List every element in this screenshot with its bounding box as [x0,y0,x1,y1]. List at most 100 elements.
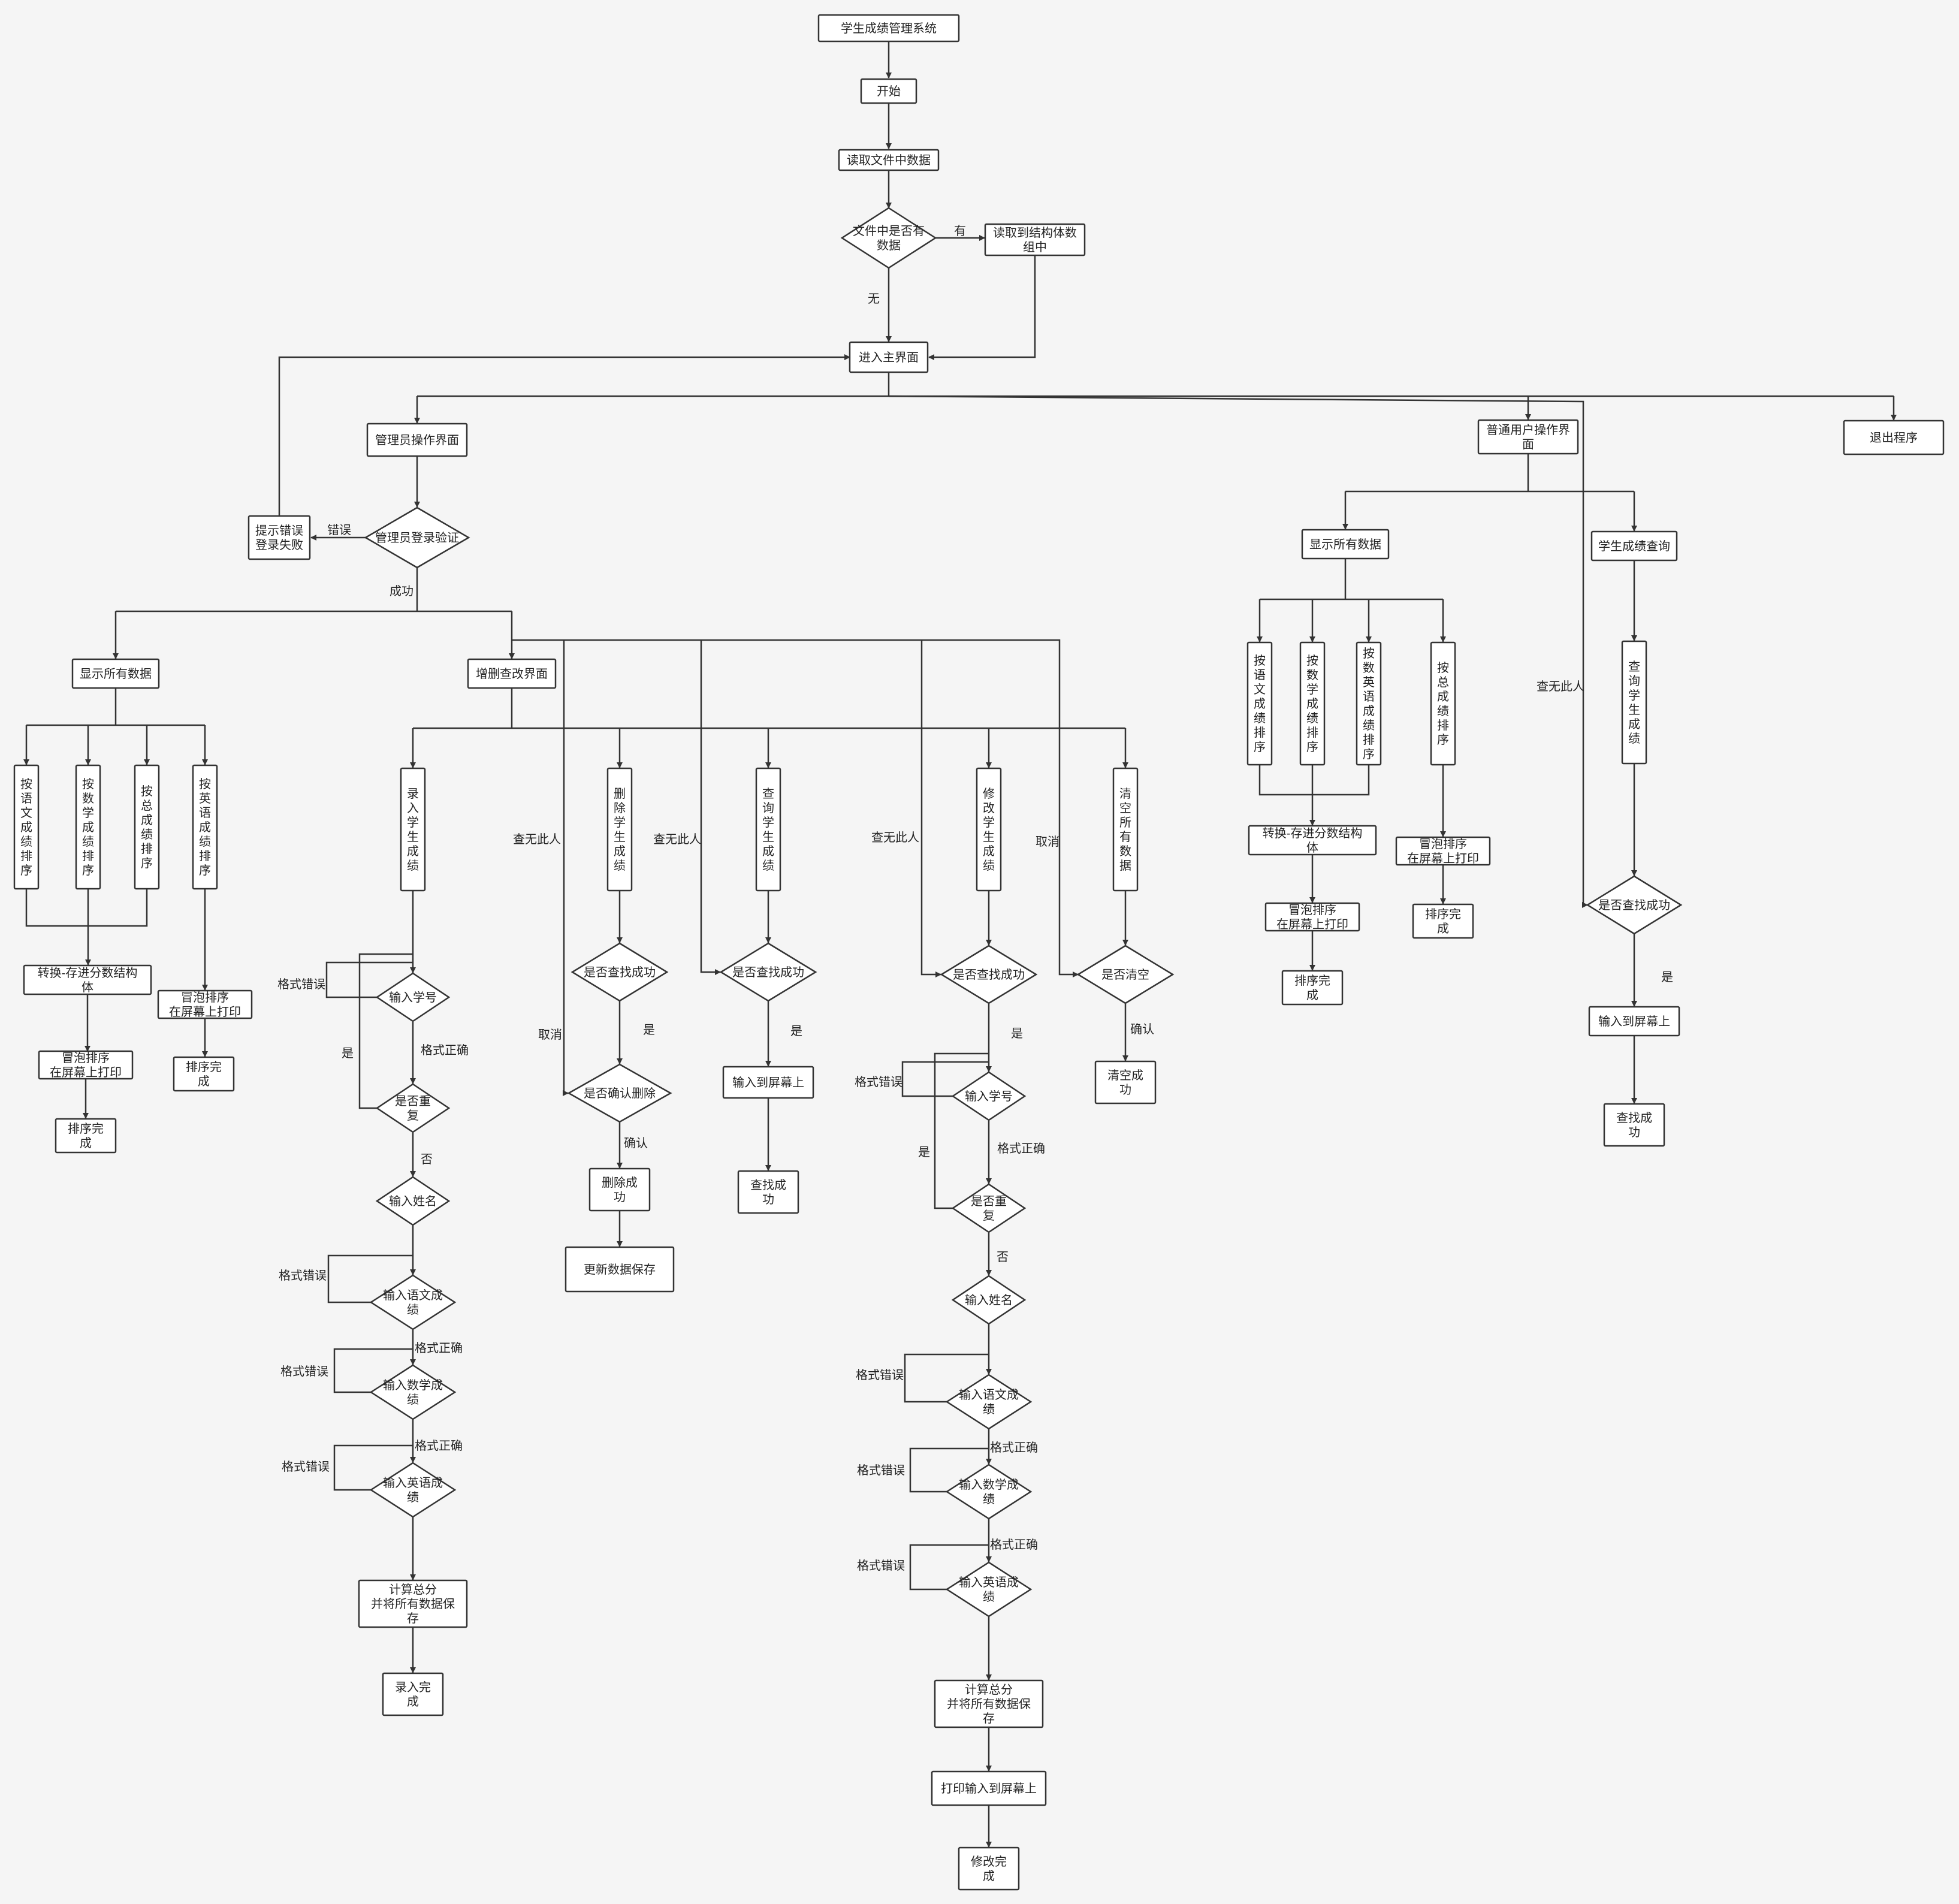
node-text: 输入语文成 [959,1387,1019,1402]
node-d-save: 更新数据保存 [565,1246,675,1293]
edge-label: 格式错误 [280,1364,328,1378]
edge-label: 取消 [538,1027,562,1042]
node-text: 生 [407,829,419,844]
node-decision-diamond [375,972,451,1022]
node-text: 体 [82,980,93,994]
node-box [192,764,218,890]
node-text: 成 [20,820,32,834]
node-box [247,515,311,560]
node-crud-ui: 增删查改界面 [467,658,557,689]
node-text: 是否查找成功 [584,965,656,979]
node-text: 文 [20,805,32,820]
node-text: 是否确认删除 [584,1086,656,1100]
node-text: 转换-存进分数结构 [38,965,138,980]
node-text: 打印输入到屏幕上 [941,1781,1037,1796]
node-text: 排 [199,849,211,863]
node-text: 成 [1306,988,1318,1002]
node-text: 绩 [614,858,626,873]
node-text: 提示错误 [255,523,303,538]
node-text: 学 [983,815,995,829]
node-text: 绩 [1254,711,1266,725]
connector-line [928,255,1036,360]
node-box [931,1770,1047,1806]
node-box [358,1579,468,1628]
node-text: 绩 [407,1490,419,1504]
node-text: 绩 [1363,718,1375,732]
edge-label: 有 [954,224,966,238]
node-text: 计算总分 [389,1582,437,1597]
node-admin-login: 管理员登录验证 [364,506,470,569]
node-text: 空 [1119,801,1131,815]
node-text: 数 [1306,668,1318,682]
node-text: 排 [141,841,153,856]
connector-line [888,395,1588,908]
edge-label: 查无此人 [871,830,919,844]
node-text: 绩 [1437,704,1449,718]
node-box [1112,767,1139,892]
connector-line [325,961,413,998]
node-text: 显示所有数据 [80,666,152,681]
node-m-found: 是否查找成功 [940,945,1038,1004]
node-box [817,14,960,43]
edge-label: 成功 [390,584,413,598]
node-text: 成 [1437,921,1449,936]
node-text: 输入到屏幕上 [732,1075,804,1090]
node-text: 输入英语成 [959,1575,1019,1589]
node-m-print: 打印输入到屏幕上 [931,1770,1047,1806]
node-text: 成 [1254,696,1266,711]
node-text: 成 [80,1136,92,1150]
node-text: 学 [614,815,626,829]
node-d-confirm: 是否确认删除 [567,1063,672,1123]
node-text: 修 [983,786,995,801]
node-decision-diamond [840,207,937,269]
node-q-found: 是否查找成功 [719,942,817,1002]
connector-line [909,1447,989,1493]
node-text: 成 [198,1074,210,1088]
connector-line [333,1348,413,1393]
node-text: 英 [199,791,211,805]
node-text: 除 [614,801,626,815]
node-box [71,658,160,689]
node-m-id: 输入学号 [951,1071,1027,1121]
node-text: 询 [762,801,774,815]
node-text: 按 [82,777,94,791]
node-decision-diamond [571,942,669,1002]
node-decision-diamond [951,1071,1027,1121]
node-e-name: 输入姓名 [375,1176,451,1226]
node-text: 成 [1363,704,1375,718]
node-text: 绩 [983,858,995,873]
node-text: 序 [82,863,94,877]
connector-line [278,354,850,516]
node-text: 冒泡排序 [1419,837,1467,851]
edge-label: 格式正确 [415,1341,463,1355]
edge-label: 格式错误 [277,977,325,991]
node-decision-diamond [945,1561,1033,1618]
node-text: 排 [20,849,32,863]
node-text: 存 [983,1711,995,1725]
node-text: 成 [141,813,153,827]
connector-line [333,1444,413,1491]
node-text: 排序完 [1425,907,1461,921]
node-box [1430,641,1456,766]
node-e-id: 输入学号 [375,972,451,1022]
node-text: 冒泡排序 [62,1051,110,1065]
node-box [1248,825,1377,856]
connector-line [1258,765,1370,796]
node-text: 绩 [1628,731,1640,746]
node-text: 是否重 [395,1094,431,1108]
